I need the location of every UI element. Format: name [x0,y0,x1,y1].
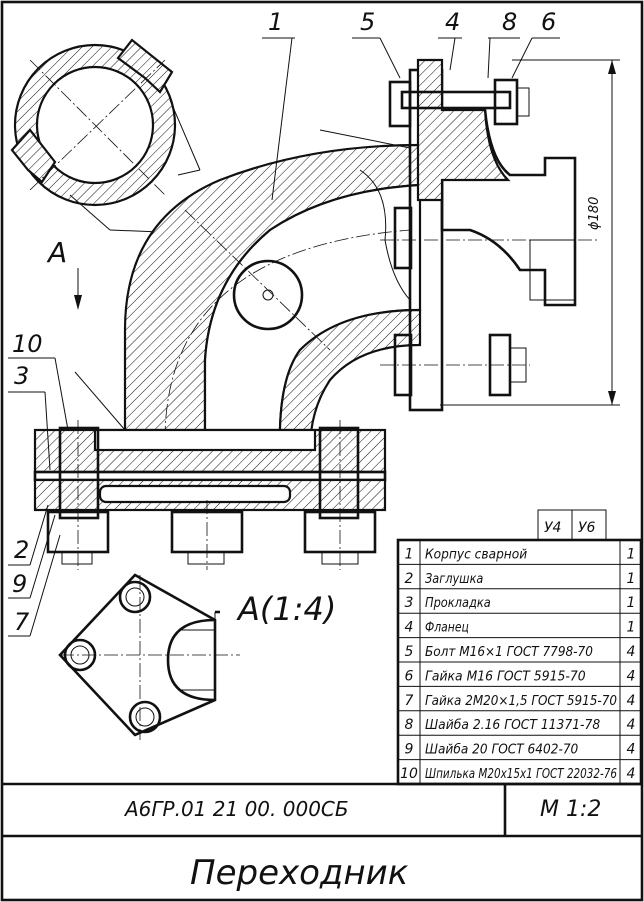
spec-pos: 5 [405,644,414,660]
spec-name: Корпус сварной [425,547,527,562]
spec-name: Заглушка [425,572,483,587]
drawing-name: Переходник [190,853,409,893]
callout-3: 3 [14,362,29,390]
title-block: А6ГР.01 21 00. 000СБ М 1:2 Переходник [2,782,642,893]
spec-name: Прокладка [425,596,491,611]
view-arrow-head [74,295,82,310]
spec-header-u4: У4 [544,520,561,536]
callout-6: 6 [541,8,556,36]
spec-qty: 4 [627,668,636,684]
callouts: 1 5 4 8 6 10 3 2 9 7 [8,8,560,637]
spec-table: У4 У6 1 Корпус сварной 1 2 Заглушка 1 3 Проклад… [396,509,643,786]
pipe-section [10,38,201,233]
spec-name: Гайка М16 ГОСТ 5915-70 [425,669,586,684]
spec-qty: 4 [627,766,636,782]
spec-name: Фланец [425,621,469,636]
drawing-code: А6ГР.01 21 00. 000СБ [123,797,349,821]
spec-pos: 1 [405,546,414,562]
spec-name: Шайба 2.16 ГОСТ 11371-78 [425,718,600,733]
spec-qty: 1 [627,571,636,587]
drawing-scale: М 1:2 [540,797,601,822]
spec-qty: 1 [627,595,636,611]
view-title: A(1:4) [236,590,336,628]
spec-qty: 4 [627,693,636,709]
view-a [58,573,240,740]
spec-pos: 7 [405,693,414,709]
dimension-diameter: ϕ180 [587,197,602,230]
spec-pos: 8 [405,717,414,733]
spec-pos: 6 [405,668,414,684]
callout-9: 9 [12,570,27,598]
spec-qty: 4 [627,644,636,660]
view-label-a: A [46,236,67,269]
spec-qty: 4 [627,742,636,758]
callout-7: 7 [14,608,30,636]
spec-name: Болт М16×1 ГОСТ 7798-70 [425,645,593,660]
spec-pos: 2 [405,571,414,587]
elbow-body [123,143,422,452]
callout-1: 1 [268,8,283,36]
callout-2: 2 [14,536,29,564]
spec-pos: 4 [405,620,414,636]
spec-pos: 3 [405,595,414,611]
spec-pos: 9 [405,742,414,758]
callout-10: 10 [12,330,43,358]
callout-5: 5 [360,8,375,36]
bottom-flange [33,420,387,570]
right-flange: ϕ180 [380,58,620,412]
spec-name: Шайба 20 ГОСТ 6402-70 [425,743,578,758]
callout-4: 4 [445,8,460,36]
spec-name: Гайка 2М20×1,5 ГОСТ 5915-70 [425,694,617,709]
spec-name: Шпилька М20х15х1 ГОСТ 22032-76 [425,767,617,782]
spec-qty: 1 [627,620,636,636]
spec-header-u6: У6 [578,520,596,536]
spec-qty: 1 [627,546,636,562]
callout-8: 8 [502,8,517,36]
spec-pos: 10 [400,766,418,782]
spec-qty: 4 [627,717,636,733]
